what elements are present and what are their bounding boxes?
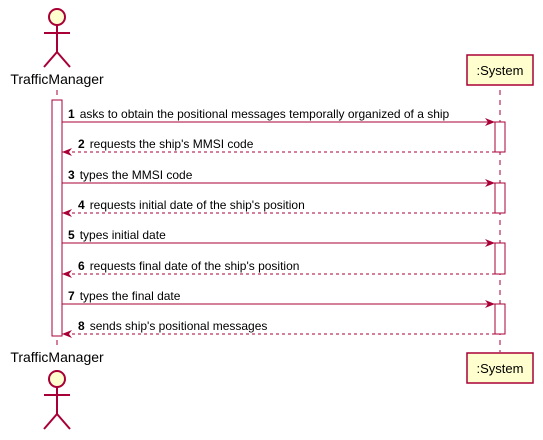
participant-box-top <box>466 54 534 86</box>
participant-name-top: :System <box>477 63 524 78</box>
message-5: 5 types initial date <box>62 228 495 247</box>
participant-box-bottom <box>466 352 534 384</box>
messages: 1 asks to obtain the positional messages … <box>62 107 495 338</box>
message-1: 1 asks to obtain the positional messages … <box>62 107 495 126</box>
message-label-5: 5 types initial date <box>68 228 166 242</box>
message-label-1: 1 asks to obtain the positional messages … <box>68 107 450 121</box>
message-text: asks to obtain the positional messages t… <box>80 107 450 121</box>
message-text: sends ship's positional messages <box>90 319 268 333</box>
message-text: types the final date <box>80 289 181 303</box>
message-number: 6 <box>78 259 85 273</box>
message-number: 3 <box>68 168 75 182</box>
participant-activation-bar <box>494 242 506 275</box>
participant-activation-bar <box>494 303 506 335</box>
participant-name-bottom: :System <box>477 361 524 376</box>
message-label-7: 7 types the final date <box>68 289 181 303</box>
message-7: 7 types the final date <box>62 289 495 308</box>
message-number: 8 <box>78 319 85 333</box>
message-2: 2 requests the ship's MMSI code <box>62 137 495 156</box>
message-6: 6 requests final date of the ship's posit… <box>62 259 495 278</box>
message-8: 8 sends ship's positional messages <box>62 319 495 338</box>
message-text: types the MMSI code <box>80 168 193 182</box>
message-text: types initial date <box>80 228 166 242</box>
message-number: 4 <box>78 198 85 212</box>
message-label-6: 6 requests final date of the ship's posit… <box>78 259 299 273</box>
participant-bottom: :System <box>466 352 534 384</box>
stick-figure-icon <box>43 8 71 68</box>
message-text: requests the ship's MMSI code <box>90 137 254 151</box>
message-label-3: 3 types the MMSI code <box>68 168 193 182</box>
stick-figure-icon <box>43 370 71 430</box>
message-4: 4 requests initial date of the ship's pos… <box>62 198 495 217</box>
message-3: 3 types the MMSI code <box>62 168 495 187</box>
message-number: 7 <box>68 289 75 303</box>
participant-activation-bar <box>494 182 506 214</box>
message-text: requests final date of the ship's positi… <box>90 259 300 273</box>
message-label-2: 2 requests the ship's MMSI code <box>78 137 254 151</box>
actor-bottom: TrafficManager <box>10 349 104 430</box>
message-number: 2 <box>78 137 85 151</box>
actor-activation-bar <box>51 99 63 337</box>
message-label-4: 4 requests initial date of the ship's pos… <box>78 198 305 212</box>
message-label-8: 8 sends ship's positional messages <box>78 319 267 333</box>
participant-activations <box>494 121 506 335</box>
actor-top: TrafficManager <box>10 8 104 87</box>
message-number: 1 <box>68 107 75 121</box>
actor-name-top: TrafficManager <box>10 71 104 87</box>
participant-top: :System <box>466 54 534 86</box>
message-number: 5 <box>68 228 75 242</box>
message-text: requests initial date of the ship's posi… <box>90 198 305 212</box>
actor-name-bottom: TrafficManager <box>10 349 104 365</box>
participant-activation-bar <box>494 121 506 153</box>
